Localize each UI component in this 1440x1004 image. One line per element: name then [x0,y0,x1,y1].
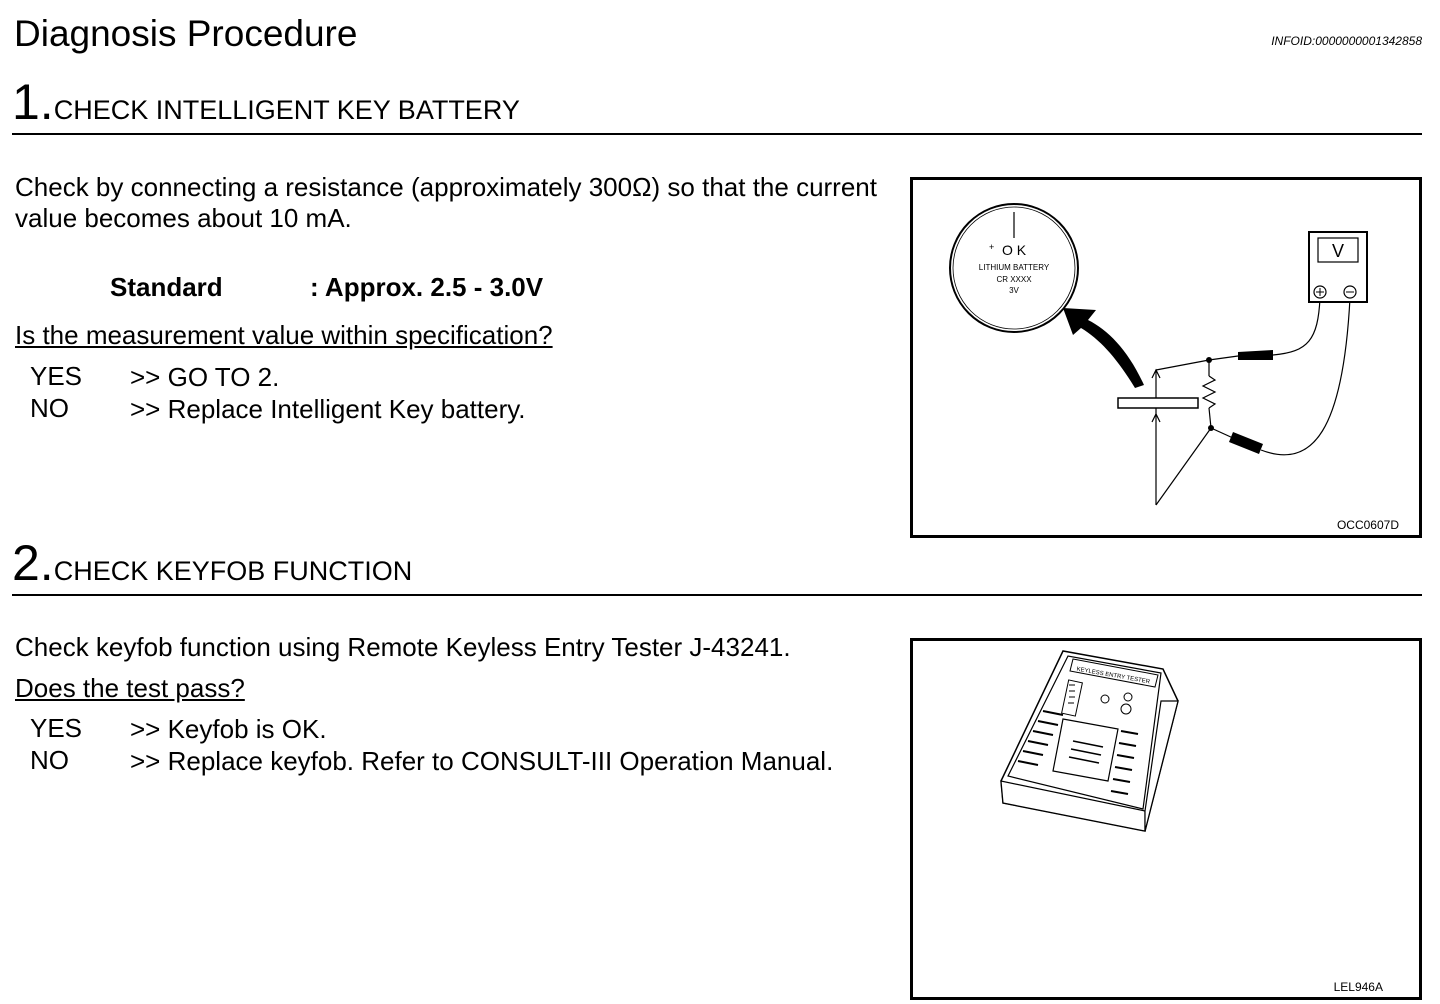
standard-value: : Approx. 2.5 - 3.0V [310,272,544,302]
step2-divider [12,594,1422,596]
tester-figure: KEYLESS ENTRY TESTER [910,638,1422,1000]
step1-title: CHECK INTELLIGENT KEY BATTERY [53,95,520,125]
figure1-id: OCC0607D [1336,518,1399,532]
page-title: Diagnosis Procedure [14,13,358,54]
battery-check-figure: + O K LITHIUM BATTERY CR XXXX 3V [910,177,1422,538]
voltmeter-label: V [1332,241,1344,261]
figure2-id: LEL946A [1333,980,1383,994]
keyless-tester-diagram: KEYLESS ENTRY TESTER [1000,650,1179,832]
standard-label: Standard [110,272,223,302]
step1-no-key: NO [30,393,69,423]
battery-type-label: LITHIUM BATTERY [979,263,1050,272]
step2-question: Does the test pass? [15,673,245,703]
keyless-entry-tester-icon: KEYLESS ENTRY TESTER [1000,650,1179,832]
battery-model-label: CR XXXX [996,275,1032,284]
svg-text:+: + [989,242,994,252]
resistor-icon [1201,357,1217,431]
step1-divider [12,133,1422,135]
step2-title: CHECK KEYFOB FUNCTION [53,556,413,586]
step2-yes-key: YES [30,713,83,743]
step2-yes-text: >> Keyfob is OK. [130,714,327,744]
step1-yes-text: >> GO TO 2. [130,362,280,392]
step2-heading: 2. CHECK KEYFOB FUNCTION [12,535,412,599]
pointer-arrow [1063,308,1144,388]
step2-no-text: >> Replace keyfob. Refer to CONSULT-III … [130,746,834,776]
battery-volt-label: 3V [1009,286,1019,295]
step1-heading: 1. CHECK INTELLIGENT KEY BATTERY [12,74,520,138]
step2-number: 2. [12,535,54,591]
battery-ok-label: O K [1002,242,1027,258]
step2-instruction: Check keyfob function using Remote Keyle… [15,632,791,662]
step1-question: Is the measurement value within specific… [15,320,553,350]
voltmeter-icon: V [1308,231,1368,303]
step1-number: 1. [12,74,54,130]
coin-battery-icon: + O K LITHIUM BATTERY CR XXXX 3V [949,203,1079,333]
step1-yes-key: YES [30,361,83,391]
step2-no-key: NO [30,745,69,775]
battery-plate [1117,397,1199,409]
step1-no-text: >> Replace Intelligent Key battery. [130,394,526,424]
battery-circuit-diagram: + O K LITHIUM BATTERY CR XXXX 3V [949,203,1368,506]
step1-instruction: Check by connecting a resistance (approx… [15,172,877,233]
info-id: INFOID:0000000001342858 [1271,34,1422,48]
